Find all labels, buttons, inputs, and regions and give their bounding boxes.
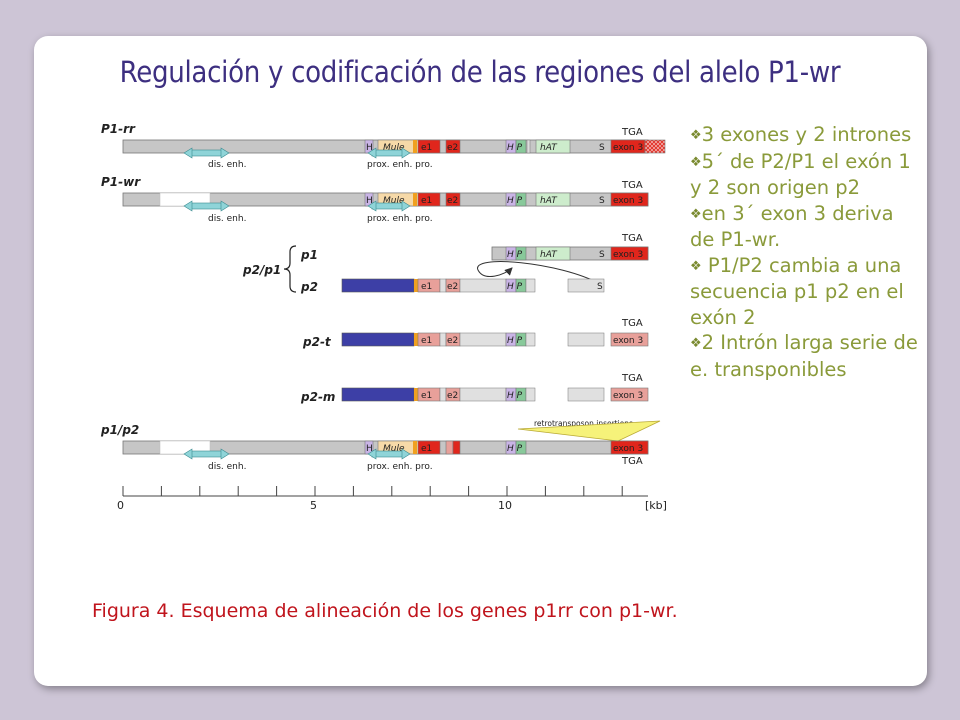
svg-text:exon 3: exon 3 (613, 444, 643, 454)
e2-label: e2 (447, 143, 458, 153)
bullet-item: ❖2 Intrón larga serie de e. transponible… (690, 331, 918, 381)
prox-enh-label: prox. enh. pro. (367, 160, 433, 170)
diamond-bullet-icon: ❖ (690, 128, 702, 143)
track-p2t: e1 e2 H P exon 3 (341, 332, 649, 347)
tga-label: TGA (621, 127, 643, 138)
svg-text:hAT: hAT (540, 196, 558, 206)
svg-text:H P: H P (507, 391, 523, 401)
slide-title: Regulación y codificación de las regione… (119, 55, 841, 89)
dis-enh-arrow (183, 147, 230, 159)
track-label-p1rr: P1-rr (101, 122, 136, 136)
diamond-bullet-icon: ❖ (690, 154, 702, 170)
svg-text:exon 3: exon 3 (613, 196, 643, 206)
prox-enh-arrow (367, 200, 411, 212)
svg-text:H P: H P (507, 196, 523, 206)
svg-text:H P: H P (507, 336, 523, 346)
mule-label: Mule (383, 143, 405, 153)
axis-tick-label-0: 0 (117, 499, 124, 512)
svg-text:H P: H P (507, 143, 523, 153)
diamond-bullet-icon: ❖ (690, 206, 702, 222)
svg-text:H: H (366, 444, 373, 454)
e1-label: e1 (421, 143, 432, 153)
svg-text:e1: e1 (421, 196, 432, 206)
svg-text:TGA: TGA (621, 180, 643, 191)
svg-text:Mule: Mule (383, 196, 405, 206)
svg-text:TGA: TGA (621, 456, 643, 467)
svg-text:e2: e2 (447, 391, 458, 401)
retro-label: retrotransposon insertions (534, 419, 633, 428)
bullet-item: ❖ P1/P2 cambia a una secuencia p1 p2 en … (690, 253, 904, 329)
svg-text:H: H (366, 143, 373, 153)
axis-tick-label-5: 5 (310, 499, 317, 512)
track-label-p2p1: p2/p1 (242, 263, 281, 277)
svg-text:prox. enh. pro.: prox. enh. pro. (367, 214, 433, 224)
diamond-bullet-icon: ❖ (690, 336, 702, 351)
track-p1: H P hAT S exon 3 (491, 246, 649, 261)
svg-text:TGA: TGA (621, 373, 643, 384)
svg-text:exon 3: exon 3 (613, 250, 643, 260)
diamond-bullet-icon: ❖ (690, 258, 702, 274)
svg-text:TGA: TGA (621, 318, 643, 329)
svg-text:S: S (599, 196, 605, 206)
figure-caption: Figura 4. Esquema de alineación de los g… (92, 600, 678, 622)
svg-text:e2: e2 (447, 282, 458, 292)
bracket (283, 245, 297, 293)
bullet-item: ❖en 3´ exon 3 deriva de P1-wr. (690, 201, 894, 252)
svg-text:S: S (597, 282, 603, 292)
exon3-label: exon 3 (613, 143, 643, 153)
axis-tick-label-10: 10 (498, 499, 512, 512)
svg-text:hAT: hAT (540, 250, 558, 260)
prox-enh-arrow (367, 147, 411, 159)
track-label-p2t: p2-t (302, 335, 332, 349)
prox-enh-arrow (367, 448, 411, 460)
dis-enh-label: dis. enh. (208, 160, 246, 170)
track-label-p1wr: P1-wr (101, 175, 141, 189)
svg-text:S: S (599, 250, 605, 260)
svg-text:H P: H P (507, 444, 523, 454)
retro-insertion-marker (517, 420, 661, 442)
svg-text:S: S (599, 143, 605, 153)
bullet-item: ❖5´ de P2/P1 el exón 1 y 2 son origen p2 (690, 149, 911, 200)
svg-text:H P: H P (507, 250, 523, 260)
track-label-p1: p1 (300, 248, 318, 262)
hat-label: hAT (540, 143, 558, 153)
track-p2m: e1 e2 H P exon 3 (341, 387, 649, 402)
svg-text:e1: e1 (421, 282, 432, 292)
svg-text:prox. enh. pro.: prox. enh. pro. (367, 462, 433, 472)
track-p1rr: H Mule e1 e2 H P hAT S exon 3 (122, 139, 666, 154)
bullet-list: ❖3 exones y 2 intrones ❖5´ de P2/P1 el e… (690, 122, 920, 382)
splice-arrow (477, 261, 601, 285)
svg-text:H P: H P (507, 282, 523, 292)
svg-text:H: H (366, 196, 373, 206)
axis-unit-label: [kb] (645, 499, 667, 512)
svg-text:dis. enh.: dis. enh. (208, 214, 246, 224)
bullet-item: ❖3 exones y 2 intrones (690, 123, 912, 146)
track-label-p1p2: p1/p2 (100, 423, 139, 437)
svg-text:e1: e1 (421, 444, 432, 454)
svg-text:e2: e2 (447, 336, 458, 346)
track-p2: e1 e2 H P S (341, 278, 605, 293)
track-label-p2: p2 (300, 280, 318, 294)
track-p1wr: H Mule e1 e2 H P hAT S exon 3 (122, 192, 649, 207)
track-label-p2m: p2-m (300, 390, 335, 404)
svg-text:e1: e1 (421, 336, 432, 346)
dis-enh-arrow (183, 200, 230, 212)
svg-text:exon 3: exon 3 (613, 336, 643, 346)
svg-text:dis. enh.: dis. enh. (208, 462, 246, 472)
svg-text:e2: e2 (447, 196, 458, 206)
svg-text:Mule: Mule (383, 444, 405, 454)
kb-scale-axis (122, 486, 648, 497)
svg-text:e1: e1 (421, 391, 432, 401)
svg-text:TGA: TGA (621, 233, 643, 244)
svg-text:exon 3: exon 3 (613, 391, 643, 401)
dis-enh-arrow (183, 448, 230, 460)
